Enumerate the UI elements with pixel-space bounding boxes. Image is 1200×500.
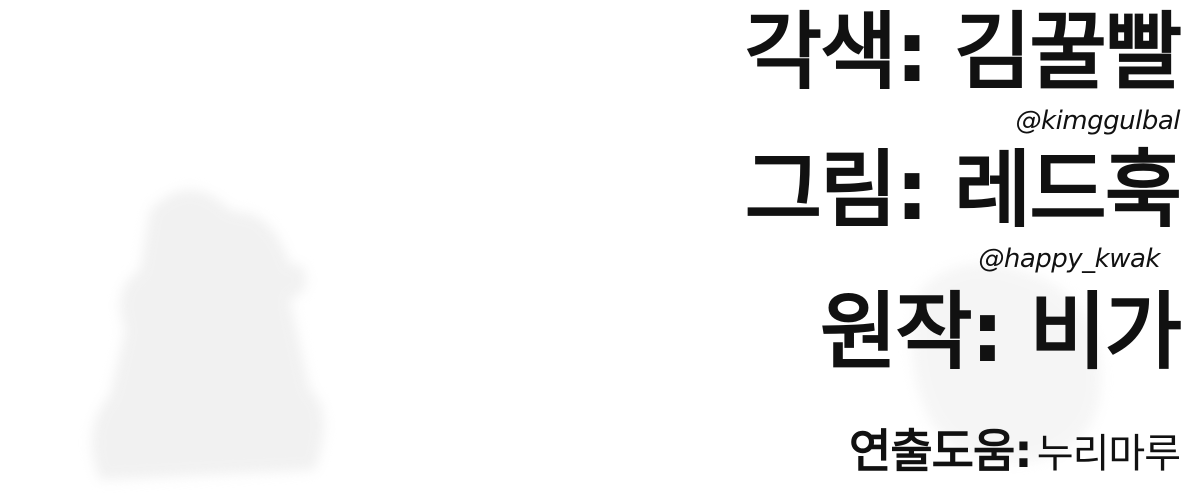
background-ghost-figure (92, 190, 324, 480)
credits-block: 각색: 김꿀빨 @kimggulbal 그림: 레드훅 @happy_kwak … (660, 0, 1182, 500)
artist-handle: @happy_kwak (978, 244, 1160, 274)
background-ghost-figure-right (912, 263, 1102, 462)
artist-credit: 그림: 레드훅 (744, 141, 1182, 239)
direction-assist-name: 누리마루 (1036, 431, 1181, 477)
direction-assist-role: 연출도움: (849, 424, 1033, 478)
writer-credit: 각색: 김꿀빨 (744, 3, 1182, 101)
direction-assist-credit: 연출도움: 누리마루 (849, 428, 1181, 477)
original-credit: 원작: 비가 (820, 283, 1182, 381)
writer-handle: @kimggulbal (1015, 106, 1181, 136)
